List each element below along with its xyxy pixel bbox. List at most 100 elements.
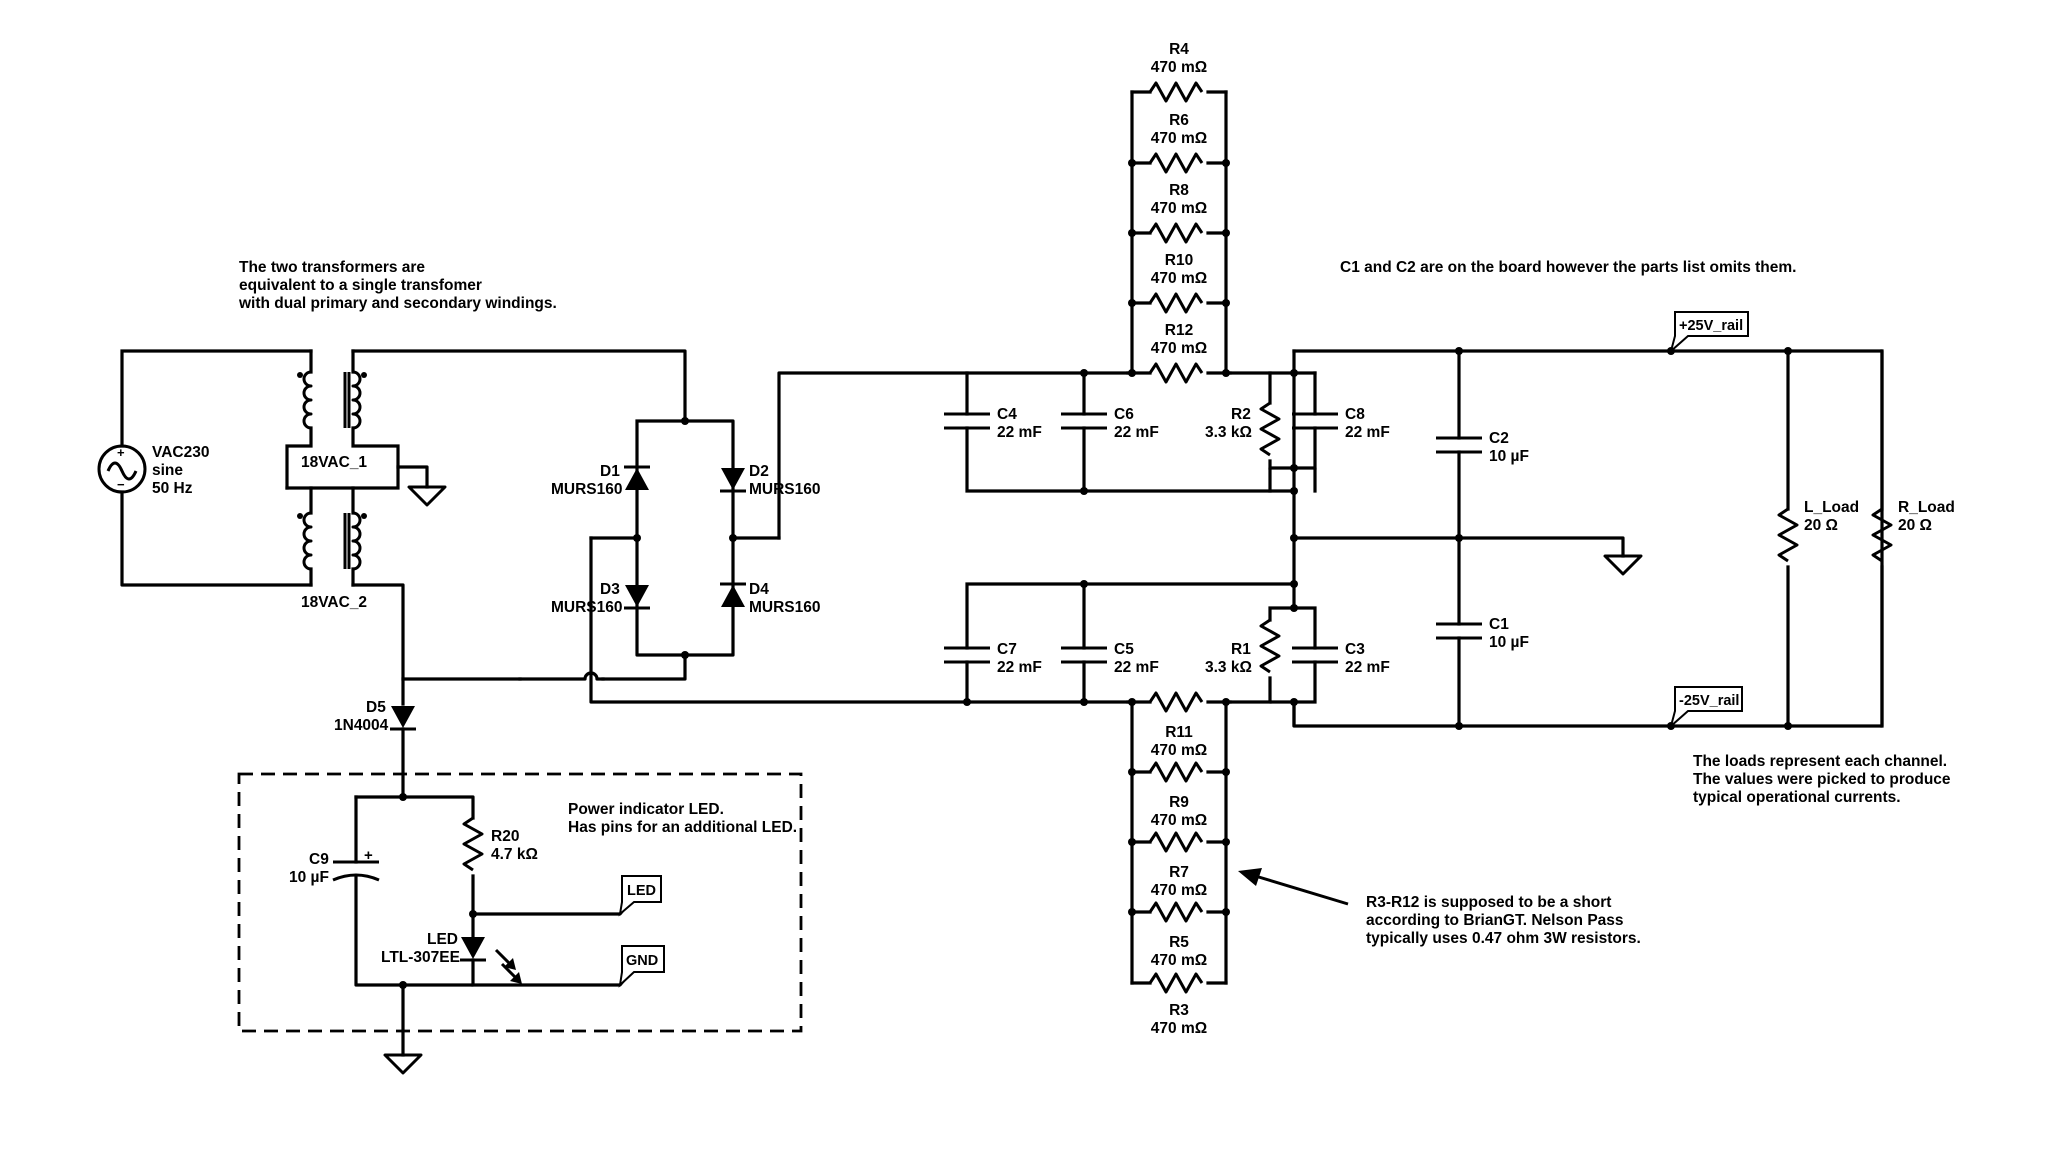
r12-ref: R12 (1165, 322, 1193, 339)
r-load-value: 20 Ω (1898, 517, 1932, 534)
r2-value: 3.3 kΩ (1205, 424, 1252, 441)
shorts-note-line-2: according to BrianGT. Nelson Pass (1366, 912, 1624, 929)
loads-note-line-2: The values were picked to produce (1693, 771, 1951, 788)
led-box-note-line-1: Power indicator LED. (568, 801, 724, 818)
led-box-note-line-2: Has pins for an additional LED. (568, 819, 797, 836)
c7-ref: C7 (997, 641, 1017, 658)
ac-source: + − (97, 349, 313, 587)
r10-ref: R10 (1165, 252, 1193, 269)
transformer-t1 (285, 349, 400, 490)
r11-value: 470 mΩ (1151, 742, 1207, 759)
r20-value: 4.7 kΩ (491, 846, 538, 863)
c2-value: 10 µF (1489, 448, 1529, 465)
wire-positive-out (777, 371, 1130, 540)
svg-text:−: − (117, 477, 125, 492)
net-flag-neg (1669, 686, 1743, 729)
d5-part: 1N4004 (334, 717, 389, 734)
transformer-note-line-3: with dual primary and secondary windings… (238, 295, 557, 312)
c8-value: 22 mF (1345, 424, 1390, 441)
ground-icon (383, 1053, 423, 1075)
net-flag-led (618, 875, 662, 917)
r9-ref: R9 (1169, 794, 1189, 811)
cap-bank-lower (944, 580, 1296, 706)
r8-ref: R8 (1169, 182, 1189, 199)
net-flag-pos (1669, 311, 1749, 354)
wire-secondary-bottom (351, 583, 522, 681)
c7-value: 22 mF (997, 659, 1042, 676)
r11-ref: R11 (1165, 724, 1193, 741)
r7-ref: R7 (1169, 864, 1189, 881)
c5-ref: C5 (1114, 641, 1134, 658)
c2-ref: C2 (1489, 430, 1509, 447)
r8-value: 470 mΩ (1151, 200, 1207, 217)
d3-ref: D3 (600, 581, 620, 598)
net-gnd-label: GND (626, 953, 658, 969)
shorts-note-line-1: R3-R12 is supposed to be a short (1366, 894, 1611, 911)
svg-text:+: + (364, 847, 373, 864)
d2-part: MURS160 (749, 481, 821, 498)
l-load-ref: L_Load (1804, 499, 1859, 516)
r5-ref: R5 (1169, 934, 1189, 951)
c5-value: 22 mF (1114, 659, 1159, 676)
r1-ref: R1 (1231, 641, 1251, 658)
d4-part: MURS160 (749, 599, 821, 616)
resistor-stack-lower (1126, 691, 1232, 994)
c1-value: 10 µF (1489, 634, 1529, 651)
led-ref: LED (427, 931, 458, 948)
diode-d1 (624, 465, 650, 490)
d1-ref: D1 (600, 463, 620, 480)
annotation-arrow (1238, 868, 1349, 906)
ground-rail (1290, 489, 1625, 586)
c8-ref: C8 (1345, 406, 1365, 423)
c1-c2-note: C1 and C2 are on the board however the p… (1340, 259, 1797, 276)
resistor-stack-upper (1126, 81, 1232, 384)
output-rails (1292, 347, 1893, 730)
led-part: LTL-307EE (381, 949, 460, 966)
led-subcircuit-box (237, 772, 803, 1033)
loads-note-line-3: typical operational currents. (1693, 789, 1901, 806)
c4-value: 22 mF (997, 424, 1042, 441)
d2-ref: D2 (749, 463, 769, 480)
bridge-rectifier (589, 417, 781, 681)
d4-ref: D4 (749, 581, 769, 598)
diode-d4 (720, 582, 746, 607)
c1-ref: C1 (1489, 616, 1509, 633)
r5-value: 470 mΩ (1151, 952, 1207, 969)
c9-ref: C9 (309, 851, 329, 868)
transformer-note-line-2: equivalent to a single transfomer (239, 277, 482, 294)
r4-ref: R4 (1169, 41, 1189, 58)
l-load-value: 20 Ω (1804, 517, 1838, 534)
d1-part: MURS160 (551, 481, 623, 498)
net-led-label: LED (627, 883, 656, 899)
r3-value: 470 mΩ (1151, 1020, 1207, 1037)
r6-value: 470 mΩ (1151, 130, 1207, 147)
ground-icon (1603, 554, 1643, 576)
c6-value: 22 mF (1114, 424, 1159, 441)
wire-negative-out (589, 536, 1130, 704)
c6-ref: C6 (1114, 406, 1134, 423)
transformer-2-label: 18VAC_2 (301, 594, 367, 611)
d5-ref: D5 (366, 699, 386, 716)
loads-note-line-1: The loads represent each channel. (1693, 753, 1947, 770)
shorts-note-line-3: typically uses 0.47 ohm 3W resistors. (1366, 930, 1641, 947)
c3-ref: C3 (1345, 641, 1365, 658)
transformer-note-line-1: The two transformers are (239, 259, 425, 276)
c3-value: 22 mF (1345, 659, 1390, 676)
svg-text:+: + (117, 445, 125, 460)
r3-ref: R3 (1169, 1002, 1189, 1019)
source-name: VAC230 (152, 444, 209, 461)
transformer-1-label: 18VAC_1 (301, 454, 367, 471)
r4-value: 470 mΩ (1151, 59, 1207, 76)
r2-ref: R2 (1231, 406, 1251, 423)
cap-bank-upper (944, 369, 1296, 495)
transformer-t2 (297, 486, 367, 587)
r9-value: 470 mΩ (1151, 812, 1207, 829)
r2-c8-pair (1224, 349, 1338, 495)
c4-ref: C4 (997, 406, 1017, 423)
r-load-ref: R_Load (1898, 499, 1955, 516)
ground-icon (396, 465, 447, 507)
net-neg-label: -25V_rail (1679, 693, 1739, 709)
r7-value: 470 mΩ (1151, 882, 1207, 899)
r6-ref: R6 (1169, 112, 1189, 129)
